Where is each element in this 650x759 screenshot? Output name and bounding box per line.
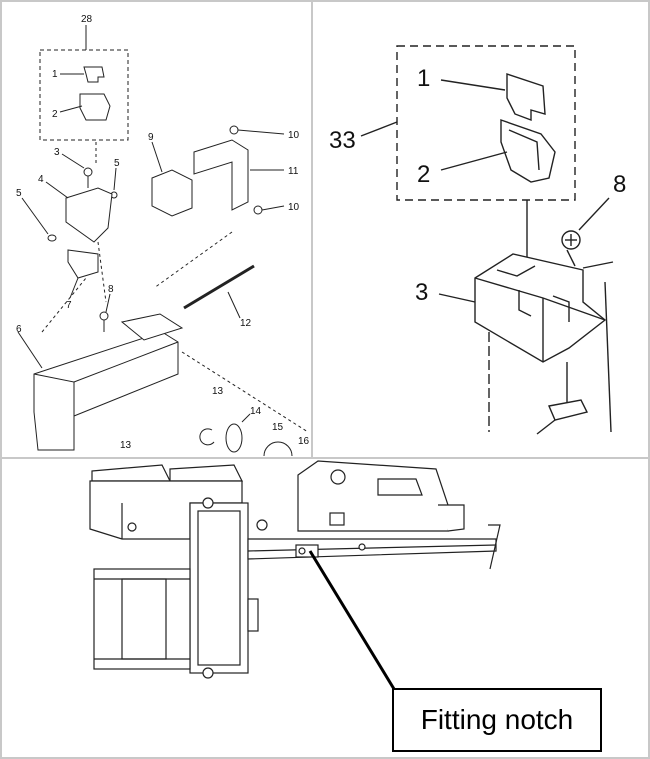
label-10-bottom: 10 [288,202,300,213]
detail-label-8: 8 [613,171,626,198]
label-9: 9 [148,132,154,143]
detail-closeup-diagram: 1 33 2 8 3 [329,45,626,435]
label-5-right: 5 [114,158,120,169]
part-14-disc [225,423,243,453]
detail-part-1 [506,73,546,122]
detail-label-3: 3 [415,279,428,306]
label-13: 13 [212,386,224,397]
label-12: 12 [240,318,252,329]
exploded-parts-diagram: 28 1 2 3 5 4 5 7 8 6 9 10 11 10 12 13 14… [16,14,310,456]
part-4-bracket [65,187,113,243]
label-4: 4 [38,174,44,185]
label-6: 6 [16,324,22,335]
label-10-top: 10 [288,130,300,141]
part-6-chassis [33,331,179,451]
detail-label-1: 1 [417,65,430,92]
detail-label-33: 33 [329,127,356,154]
label-7: 7 [66,300,72,311]
group-33-box [396,45,576,201]
group-28-box [39,49,129,141]
label-15: 15 [272,422,284,433]
label-2: 2 [52,109,58,120]
label-16: 16 [298,436,310,447]
label-13-bottom: 13 [120,440,132,451]
detail-label-2: 2 [417,161,430,188]
label-11: 11 [288,166,299,177]
label-5-left: 5 [16,188,22,199]
detail-part-3-holder [474,253,607,363]
assembly-right-unit [297,460,449,532]
fitting-notch-callout: Fitting notch [392,688,602,752]
fitting-notch-leader [308,550,396,690]
label-8: 8 [108,284,114,295]
part-11-bracket [193,139,249,211]
label-3: 3 [54,147,60,158]
assembly-rail [247,538,497,560]
panel-divider-horizontal [2,457,650,459]
part-2-shape [79,93,111,121]
label-28: 28 [81,14,93,25]
detail-part-2 [500,119,556,183]
panel-divider-vertical [311,2,313,457]
label-1: 1 [52,69,58,80]
part-1-shape [83,66,105,83]
part-7-plate [67,249,99,279]
assembly-view-diagram [89,460,501,690]
detail-pad [548,399,589,421]
label-14: 14 [250,406,262,417]
part-9-block [151,169,193,217]
